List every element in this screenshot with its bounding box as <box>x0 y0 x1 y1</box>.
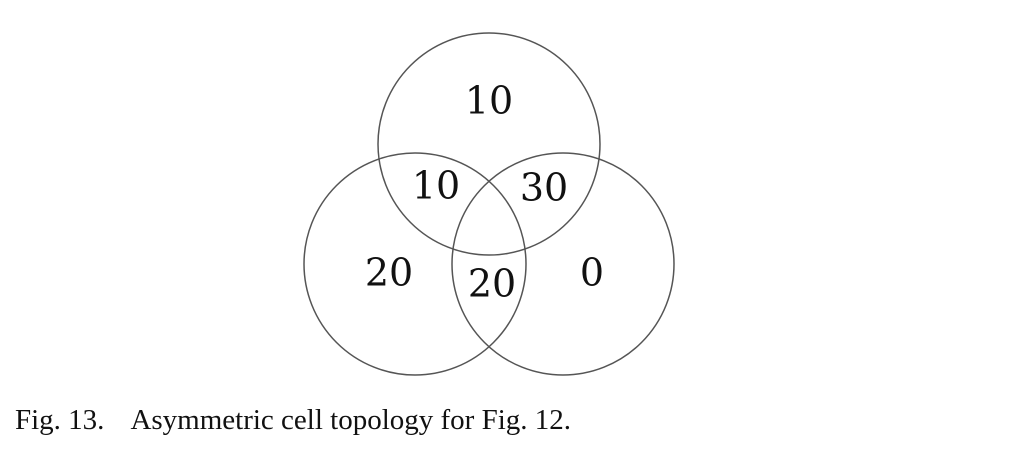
left-cell-circle <box>303 152 527 376</box>
top-cell-circle <box>377 32 601 256</box>
venn-diagram: 10 10 30 20 20 0 <box>303 32 675 376</box>
region-top-only-label: 10 <box>465 79 513 123</box>
region-left-only-label: 20 <box>365 251 413 295</box>
region-center-bottom-overlap-label: 20 <box>468 262 516 306</box>
region-right-only-label: 0 <box>580 251 604 295</box>
region-top-left-overlap-label: 10 <box>412 164 460 208</box>
region-top-right-overlap-label: 30 <box>520 166 568 210</box>
figure-caption-text: Asymmetric cell topology for Fig. 12. <box>130 404 572 436</box>
figure-number: Fig. 13. <box>15 404 105 436</box>
figure-caption: Fig. 13. Asymmetric cell topology for Fig… <box>15 404 571 437</box>
right-cell-circle <box>451 152 675 376</box>
